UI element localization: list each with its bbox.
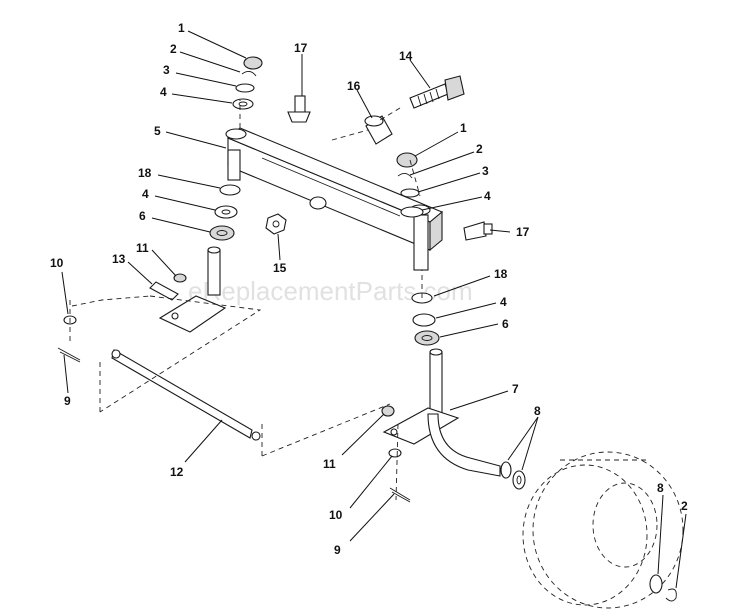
callout-4: 4 [142,187,149,201]
callout-6: 6 [139,209,146,223]
leader-lines [61,30,687,589]
callout-8: 8 [657,481,664,495]
callout-2: 2 [476,142,483,156]
left-upper-hardware [232,56,263,110]
callout-14: 14 [399,49,413,63]
callout-17: 17 [516,225,530,239]
callout-9: 9 [334,543,341,557]
bolt [409,75,465,109]
callout-4: 4 [160,85,167,99]
callout-13: 13 [112,252,126,266]
grease-fitting-top [287,95,311,123]
callout-11: 11 [136,241,149,255]
callout-17: 17 [294,41,308,55]
left-spindle [149,246,227,333]
callout-4: 4 [500,295,507,309]
assembly-guide-lines [69,100,423,501]
nut [265,213,287,235]
callout-2: 2 [681,499,688,513]
callout-8: 8 [534,404,541,418]
grease-fitting-right [463,221,493,241]
callout-18: 18 [138,166,152,180]
callout-9: 9 [64,394,71,408]
callout-labels: 1 2 3 4 5 18 4 6 17 16 14 1 2 3 4 17 15 … [50,21,688,557]
lower-clip-parts [381,405,411,503]
wheel-outline [522,451,684,609]
callout-5: 5 [154,124,161,138]
callout-2: 2 [170,42,177,56]
drag-link [111,349,261,441]
callout-3: 3 [482,164,489,178]
callout-15: 15 [273,261,287,275]
callout-6: 6 [502,317,509,331]
bushing [364,115,393,145]
axle-beam [225,127,444,271]
callout-16: 16 [347,79,361,93]
callout-1: 1 [178,21,185,35]
wheel-washer-clip [649,574,677,602]
spindle-washers [500,461,526,490]
callout-3: 3 [163,63,170,77]
left-clip-parts [57,315,81,363]
callout-1: 1 [460,121,467,135]
callout-4: 4 [484,189,491,203]
callout-7: 7 [512,382,519,396]
callout-11: 11 [323,457,336,471]
callout-12: 12 [170,465,184,479]
right-spindle [382,348,501,477]
right-upper-hardware [396,152,424,218]
callout-10: 10 [329,508,343,522]
left-lower-washers [209,184,241,241]
callout-10: 10 [50,256,64,270]
callout-18: 18 [494,267,508,281]
